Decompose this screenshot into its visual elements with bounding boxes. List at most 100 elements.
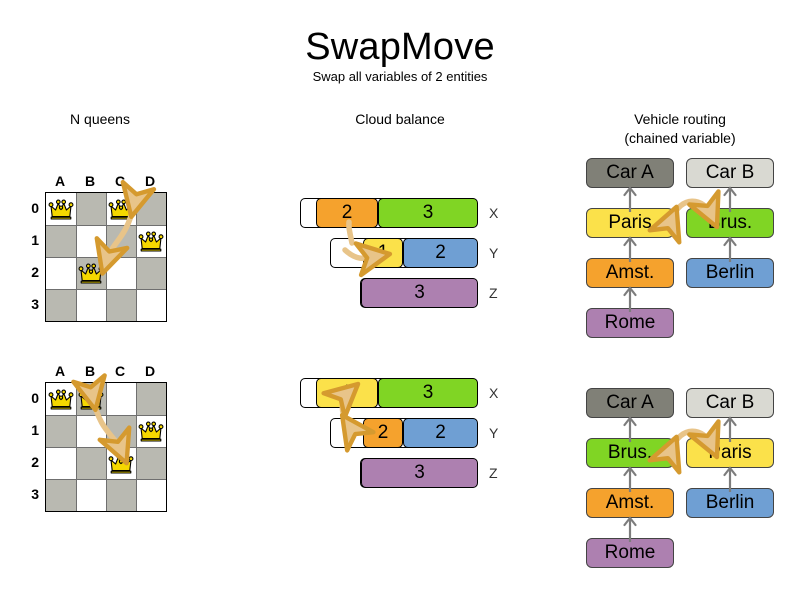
section-title-vehicle-routing-line1: Vehicle routing: [634, 111, 726, 127]
vehicle-car-a[interactable]: Car A: [586, 158, 674, 188]
cell-gridline: [136, 479, 166, 480]
cell-gridline: [136, 415, 166, 416]
chessboard-after[interactable]: [45, 382, 167, 512]
board-cell-D2[interactable]: [136, 447, 166, 479]
visit-b-2[interactable]: Berlin: [686, 258, 774, 288]
board-cell-D0[interactable]: [136, 193, 166, 225]
vehicle-car-a[interactable]: Car A: [586, 388, 674, 418]
cell-gridline: [106, 479, 107, 511]
chain-link-b-2: [723, 236, 737, 262]
cloud-process-Y-2[interactable]: 2: [403, 417, 478, 448]
visit-a-2[interactable]: Amst.: [586, 258, 674, 288]
board-cell-D3[interactable]: [136, 479, 166, 511]
board-cell-B0[interactable]: [76, 193, 106, 225]
visit-b-1[interactable]: Brus.: [686, 208, 774, 238]
cell-gridline: [46, 225, 76, 226]
cell-gridline: [136, 257, 166, 258]
cloud-computer-label-Y: Y: [489, 245, 499, 261]
section-title-vehicle-routing: Vehicle routing (chained variable): [590, 110, 770, 148]
board-cell-C1[interactable]: [106, 415, 136, 447]
board-cell-A2[interactable]: [46, 447, 76, 479]
queen-A0[interactable]: [46, 383, 76, 415]
visit-b-1[interactable]: Paris: [686, 438, 774, 468]
cell-gridline: [46, 257, 76, 258]
cloud-process-X-1[interactable]: 2: [316, 197, 378, 228]
cloud-process-X-1[interactable]: 1: [316, 377, 378, 408]
board-cell-C0[interactable]: [106, 383, 136, 415]
cell-gridline: [106, 257, 107, 289]
board-cell-D0[interactable]: [136, 383, 166, 415]
chain-link-a-2: [623, 236, 637, 262]
board-cell-D2[interactable]: [136, 257, 166, 289]
board-column-label-B: B: [84, 173, 96, 189]
cloud-computer-Z[interactable]: 3: [360, 277, 478, 308]
board-cell-A2[interactable]: [46, 257, 76, 289]
cloud-process-Z-1[interactable]: 3: [361, 277, 478, 308]
chain-link-a-3: [623, 286, 637, 312]
board-cell-B1[interactable]: [76, 415, 106, 447]
board-cell-C2[interactable]: [106, 257, 136, 289]
board-cell-B3[interactable]: [76, 479, 106, 511]
cell-gridline: [106, 225, 136, 226]
board-cell-A1[interactable]: [46, 415, 76, 447]
queen-B0[interactable]: [76, 383, 106, 415]
visit-a-1[interactable]: Paris: [586, 208, 674, 238]
queen-C0[interactable]: [106, 193, 136, 225]
cell-gridline: [136, 447, 137, 479]
board-cell-A3[interactable]: [46, 289, 76, 321]
board-row-label-2: 2: [31, 454, 39, 470]
cloud-computer-label-X: X: [489, 205, 499, 221]
visit-a-3[interactable]: Rome: [586, 308, 674, 338]
queen-C2[interactable]: [106, 447, 136, 479]
page-subtitle: Swap all variables of 2 entities: [312, 69, 488, 84]
visit-b-2[interactable]: Berlin: [686, 488, 774, 518]
chessboard-before[interactable]: [45, 192, 167, 322]
board-cell-D3[interactable]: [136, 289, 166, 321]
cell-gridline: [76, 257, 106, 258]
cell-gridline: [76, 225, 106, 226]
chain-link-b-1: [723, 186, 737, 212]
queen-D1[interactable]: [136, 225, 166, 257]
cloud-process-Z-1[interactable]: 3: [361, 457, 478, 488]
board-cell-B3[interactable]: [76, 289, 106, 321]
cloud-process-X-2[interactable]: 3: [378, 377, 478, 408]
visit-a-3[interactable]: Rome: [586, 538, 674, 568]
queen-A0[interactable]: [46, 193, 76, 225]
queen-D1[interactable]: [136, 415, 166, 447]
cloud-process-Y-1[interactable]: 1: [363, 237, 403, 268]
vehicle-car-b[interactable]: Car B: [686, 158, 774, 188]
board-row-label-1: 1: [31, 232, 39, 248]
board-cell-C3[interactable]: [106, 289, 136, 321]
board-cell-B2[interactable]: [76, 447, 106, 479]
cell-gridline: [46, 447, 76, 448]
board-cell-B1[interactable]: [76, 225, 106, 257]
vehicle-car-b[interactable]: Car B: [686, 388, 774, 418]
board-row-label-3: 3: [31, 296, 39, 312]
queen-B2[interactable]: [76, 257, 106, 289]
page-title: SwapMove: [305, 26, 495, 68]
cloud-computer-Z[interactable]: 3: [360, 457, 478, 488]
board-cell-C1[interactable]: [106, 225, 136, 257]
board-column-label-A: A: [54, 173, 66, 189]
cell-gridline: [76, 479, 77, 511]
cloud-process-Y-1[interactable]: 2: [363, 417, 403, 448]
cell-gridline: [76, 479, 106, 480]
visit-a-1[interactable]: Brus.: [586, 438, 674, 468]
cell-gridline: [136, 193, 137, 225]
board-cell-A1[interactable]: [46, 225, 76, 257]
cell-gridline: [46, 289, 76, 290]
section-title-cloud: Cloud balance: [355, 111, 445, 127]
chain-link-a-3: [623, 516, 637, 542]
board-cell-A3[interactable]: [46, 479, 76, 511]
visit-a-2[interactable]: Amst.: [586, 488, 674, 518]
cloud-process-X-2[interactable]: 3: [378, 197, 478, 228]
board-cell-C3[interactable]: [106, 479, 136, 511]
cloud-process-Y-2[interactable]: 2: [403, 237, 478, 268]
chain-link-b-2: [723, 466, 737, 492]
cloud-computer-label-Y: Y: [489, 425, 499, 441]
